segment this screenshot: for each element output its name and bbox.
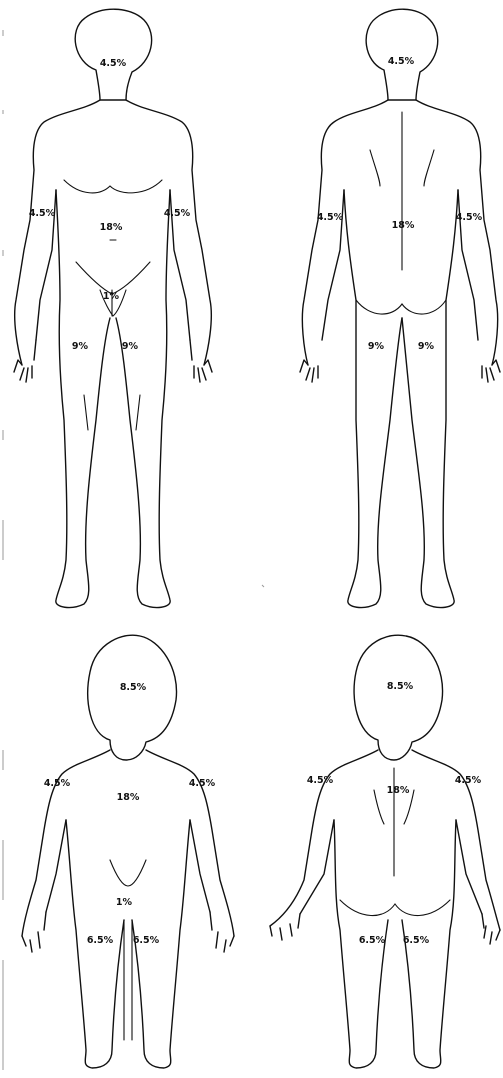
child-back-head-label: 8.5% — [387, 681, 414, 692]
child-front-leg-left-label: 6.5% — [133, 935, 160, 946]
child-back-figure — [270, 635, 500, 1068]
adult-front-trunk-label: 18% — [100, 222, 123, 233]
adult-back-arm-left-label: 4.5% — [317, 212, 344, 223]
adult-back-arm-right-label: 4.5% — [456, 212, 483, 223]
child-front-genitals-label: 1% — [116, 897, 133, 908]
adult-front-genitals-label: 1% — [103, 291, 120, 302]
child-front-figure — [22, 635, 234, 1068]
child-front-head-label: 8.5% — [120, 682, 147, 693]
child-front-arm-right-label: 4.5% — [44, 778, 71, 789]
child-front-leg-right-label: 6.5% — [87, 935, 114, 946]
adult-back-trunk-label: 18% — [392, 220, 415, 231]
adult-back-figure — [300, 9, 500, 607]
adult-front-head-label: 4.5% — [100, 58, 127, 69]
child-back-arm-right-label: 4.5% — [455, 775, 482, 786]
adult-back-leg-right-label: 9% — [418, 341, 435, 352]
adult-front-leg-left-label: 9% — [122, 341, 139, 352]
adult-front-arm-left-label: 4.5% — [164, 208, 191, 219]
adult-front-figure — [14, 9, 212, 607]
adult-front-arm-right-label: 4.5% — [29, 208, 56, 219]
child-back-trunk-label: 18% — [387, 785, 410, 796]
child-back-arm-left-label: 4.5% — [307, 775, 334, 786]
child-front-trunk-label: 18% — [117, 792, 140, 803]
adult-back-head-label: 4.5% — [388, 56, 415, 67]
adult-front-leg-right-label: 9% — [72, 341, 89, 352]
child-back-leg-left-label: 6.5% — [359, 935, 386, 946]
adult-back-leg-left-label: 9% — [368, 341, 385, 352]
scan-margin-artifacts — [3, 30, 264, 1070]
child-back-leg-right-label: 6.5% — [403, 935, 430, 946]
child-front-arm-left-label: 4.5% — [189, 778, 216, 789]
child-front-labels: 8.5% 4.5% 4.5% 18% 1% 6.5% 6.5% — [44, 682, 216, 946]
